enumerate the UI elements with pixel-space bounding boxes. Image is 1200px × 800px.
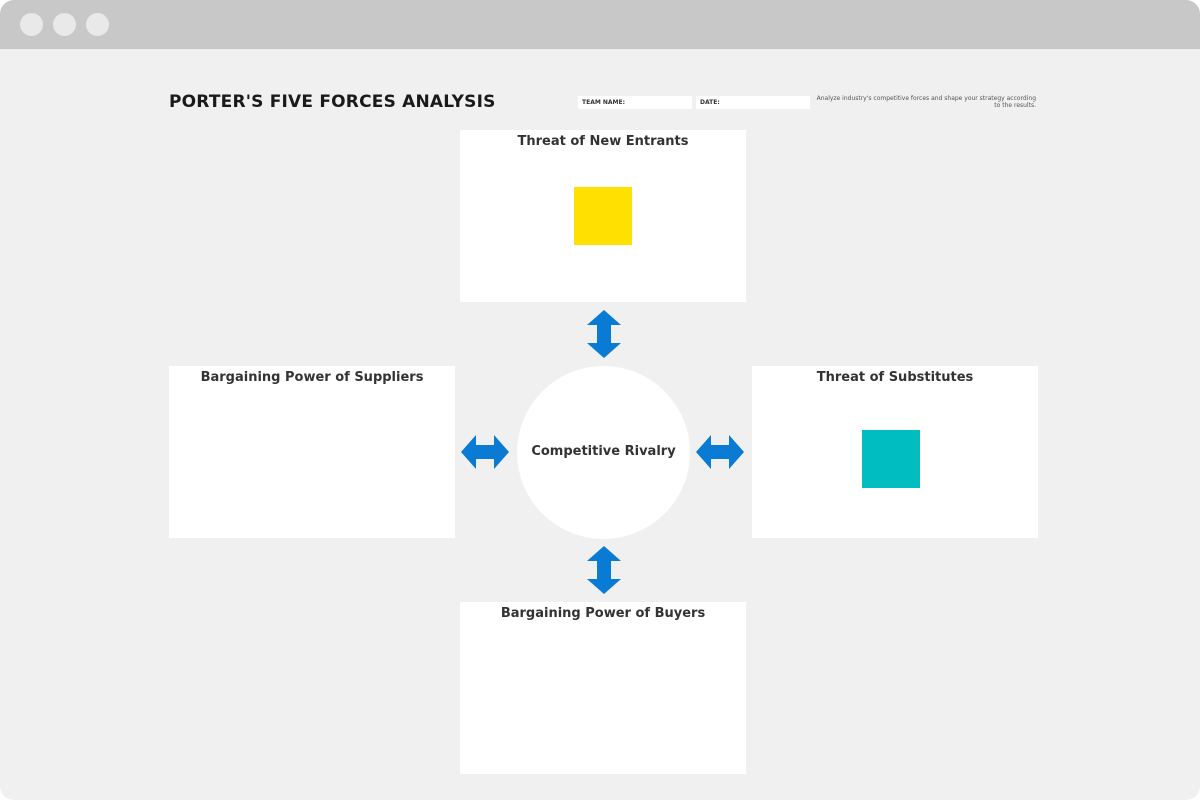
date-field[interactable]: DATE: [696, 96, 810, 109]
double-arrow-horizontal-icon [696, 435, 744, 469]
competitive-rivalry-circle[interactable]: Competitive Rivalry [517, 366, 690, 539]
box-title: Threat of New Entrants [517, 134, 689, 149]
bargaining-power-of-suppliers-box[interactable]: Bargaining Power of Suppliers [169, 366, 455, 538]
window-maximize-dot[interactable] [86, 13, 109, 36]
double-arrow-horizontal-icon [461, 435, 509, 469]
box-title: Threat of Substitutes [816, 370, 974, 385]
window-minimize-dot[interactable] [53, 13, 76, 36]
double-arrow-vertical-icon [587, 546, 621, 594]
box-title: Bargaining Power of Buyers [500, 606, 706, 621]
sticky-note-teal[interactable] [862, 430, 920, 488]
page-title: PORTER'S FIVE FORCES ANALYSIS [169, 92, 496, 112]
double-arrow-vertical-icon [587, 310, 621, 358]
circle-label: Competitive Rivalry [531, 444, 676, 459]
sticky-note-yellow[interactable] [574, 187, 632, 245]
threat-of-substitutes-box[interactable]: Threat of Substitutes [752, 366, 1038, 538]
bargaining-power-of-buyers-box[interactable]: Bargaining Power of Buyers [460, 602, 746, 774]
box-title: Bargaining Power of Suppliers [200, 370, 424, 385]
window-titlebar [0, 0, 1200, 49]
threat-of-new-entrants-box[interactable]: Threat of New Entrants [460, 130, 746, 302]
team-name-field[interactable]: TEAM NAME: [578, 96, 692, 109]
window-close-dot[interactable] [20, 13, 43, 36]
instructions-text: Analyze industry's competitive forces an… [816, 95, 1036, 109]
